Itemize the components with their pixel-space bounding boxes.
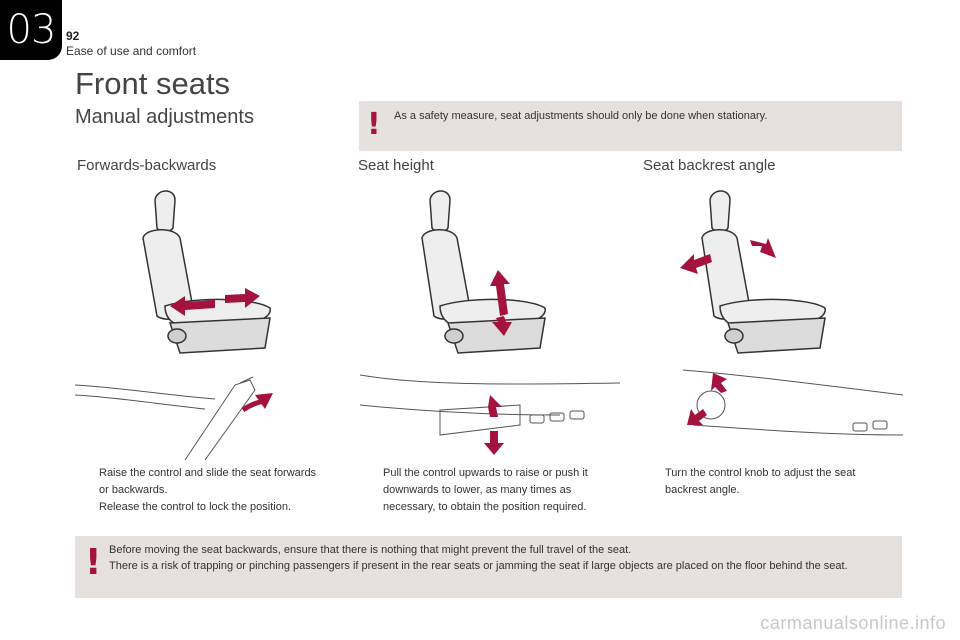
red-arrow-icon	[490, 270, 512, 336]
page-number: 92	[66, 29, 80, 43]
red-arrow-icon	[680, 238, 776, 274]
floor-note-line: Before moving the seat backwards, ensure…	[109, 544, 632, 556]
heading-forwards-backwards: Forwards-backwards	[77, 157, 217, 174]
bullets-seat-height: Pull the control upwards to raise or pus…	[361, 465, 621, 516]
warning-icon: !	[367, 107, 381, 142]
page-title: Front seats	[75, 66, 231, 101]
heading-seat-height: Seat height	[358, 157, 434, 174]
floor-warning-note: ! Before moving the seat backwards, ensu…	[75, 536, 902, 598]
seat-backrest-angle-illustration	[680, 190, 826, 354]
list-item-text: Pull the control upwards to raise or pus…	[383, 467, 588, 513]
backrest-angle-control-detail	[683, 369, 903, 436]
seat-height-illustration	[421, 190, 546, 354]
chapter-tab: 03	[0, 0, 62, 60]
safety-note: ! As a safety measure, seat adjustments …	[359, 101, 902, 151]
list-item: Release the control to lock the position…	[77, 499, 327, 516]
red-arrow-icon	[687, 373, 727, 425]
red-arrow-icon	[170, 288, 260, 316]
floor-note-text: Before moving the seat backwards, ensure…	[109, 542, 894, 574]
list-item-text: Release the control to lock the position…	[99, 501, 292, 513]
safety-note-text: As a safety measure, seat adjustments sh…	[394, 110, 768, 122]
list-item-text: Raise the control and slide the seat for…	[99, 467, 317, 496]
list-item: Turn the control knob to adjust the seat…	[643, 465, 893, 499]
list-item: Raise the control and slide the seat for…	[77, 465, 327, 499]
heading-seat-backrest-angle: Seat backrest angle	[643, 157, 776, 174]
warning-icon: !	[85, 542, 102, 583]
seat-height-control-detail	[360, 374, 620, 455]
seat-icon	[421, 190, 546, 354]
section-name: Ease of use and comfort	[66, 44, 197, 58]
seat-icon	[701, 190, 826, 354]
list-item-text: Turn the control knob to adjust the seat…	[665, 467, 856, 496]
floor-note-line: There is a risk of trapping or pinching …	[109, 560, 848, 572]
bullets-seat-backrest-angle: Turn the control knob to adjust the seat…	[643, 465, 893, 499]
seat-forwards-backwards-illustration	[142, 190, 271, 354]
section-subtitle: Manual adjustments	[75, 106, 254, 128]
list-item: Pull the control upwards to raise or pus…	[361, 465, 621, 516]
forwards-backwards-control-detail	[75, 376, 273, 460]
red-arrow-icon	[484, 395, 504, 455]
watermark: carmanualsonline.info	[760, 613, 946, 633]
seat-icon	[142, 190, 271, 354]
bullets-forwards-backwards: Raise the control and slide the seat for…	[77, 465, 327, 516]
